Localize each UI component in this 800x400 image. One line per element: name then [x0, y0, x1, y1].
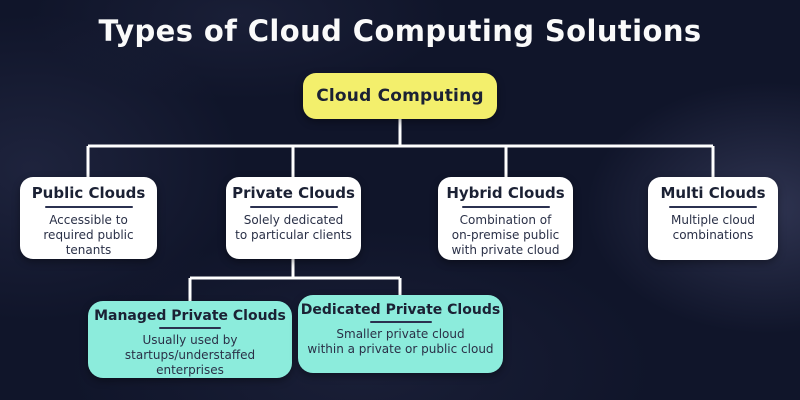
node-title: Dedicated Private Clouds: [300, 302, 501, 318]
node-title: Managed Private Clouds: [94, 308, 286, 324]
node-title: Public Clouds: [31, 184, 146, 202]
node-body: Combination of on-premise public with pr…: [451, 213, 560, 258]
node-cloud-computing: Cloud Computing: [303, 73, 497, 119]
node-body: Multiple cloud combinations: [671, 213, 755, 243]
title-separator: [669, 206, 757, 209]
node-private-clouds: Private Clouds Solely dedicated to parti…: [226, 177, 361, 259]
node-hybrid-clouds: Hybrid Clouds Combination of on-premise …: [438, 177, 573, 260]
title-separator: [159, 327, 221, 330]
node-title: Cloud Computing: [316, 86, 484, 106]
node-multi-clouds: Multi Clouds Multiple cloud combinations: [648, 177, 778, 260]
node-body: Smaller private cloud within a private o…: [307, 327, 494, 357]
node-public-clouds: Public Clouds Accessible to required pub…: [20, 177, 157, 259]
node-body: Accessible to required public tenants: [43, 213, 134, 258]
node-managed-private-clouds: Managed Private Clouds Usually used by s…: [88, 301, 292, 378]
page-title: Types of Cloud Computing Solutions: [98, 14, 702, 48]
node-body: Usually used by startups/understaffed en…: [124, 333, 256, 378]
node-title: Multi Clouds: [660, 184, 766, 202]
node-title: Private Clouds: [232, 184, 355, 202]
node-dedicated-private-clouds: Dedicated Private Clouds Smaller private…: [298, 295, 503, 373]
title-separator: [44, 206, 133, 209]
node-body: Solely dedicated to particular clients: [235, 213, 352, 243]
title-separator: [461, 206, 550, 209]
node-title: Hybrid Clouds: [446, 184, 565, 202]
title-separator: [369, 321, 432, 324]
title-separator: [249, 206, 338, 209]
